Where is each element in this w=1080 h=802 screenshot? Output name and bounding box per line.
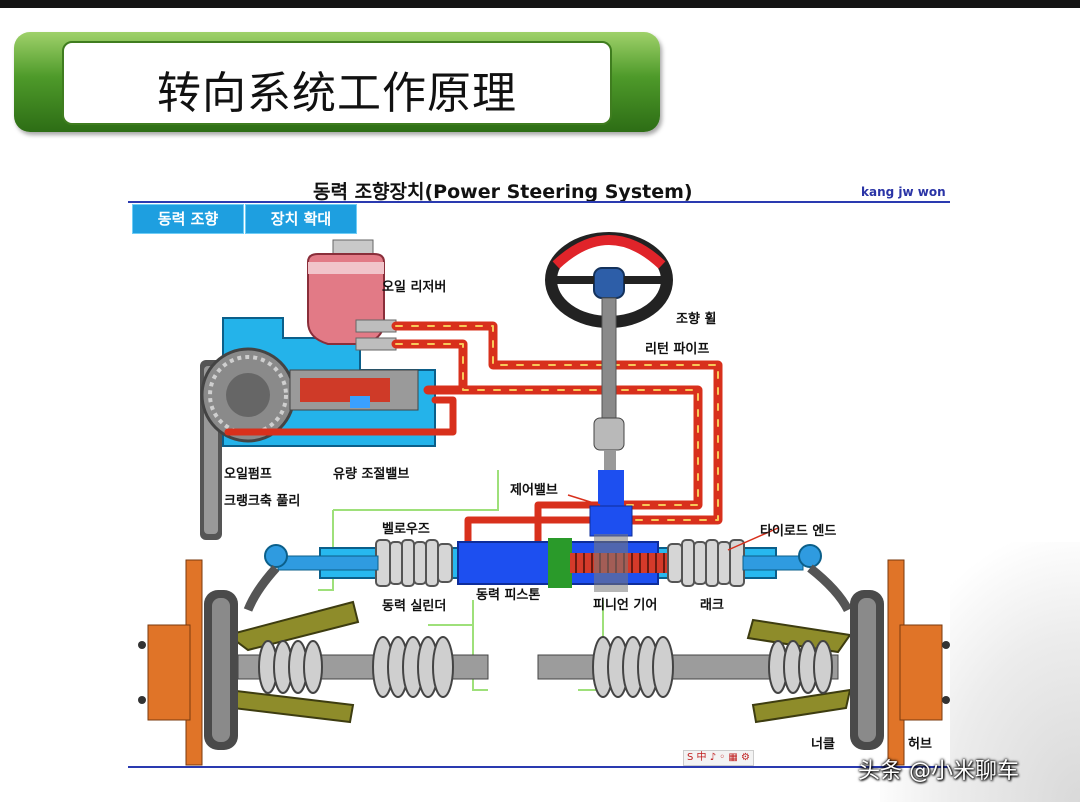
wheel-hub-left-icon bbox=[138, 559, 238, 766]
top-bar bbox=[0, 0, 1080, 8]
bellows-left-icon bbox=[375, 539, 453, 587]
author-credit: kang jw won bbox=[861, 185, 946, 199]
bottom-rule bbox=[128, 766, 950, 768]
title-banner: 转向系统工作原理 bbox=[14, 32, 660, 132]
label-power-cylinder: 동력 실린더 bbox=[382, 599, 447, 614]
drive-shaft-right-icon bbox=[537, 636, 839, 698]
label-return-pipe: 리턴 파이프 bbox=[645, 342, 710, 357]
label-rack: 래크 bbox=[700, 598, 724, 613]
label-tie-rod-end: 타이로드 엔드 bbox=[760, 524, 837, 539]
label-pointers bbox=[567, 494, 779, 551]
wheel-hub-right-icon bbox=[850, 559, 950, 766]
steering-wheel-icon bbox=[545, 232, 673, 470]
label-flow-control-valve: 유량 조절밸브 bbox=[333, 467, 410, 482]
drive-shaft-left-icon bbox=[237, 636, 489, 698]
label-oil-pump: 오일펌프 bbox=[224, 467, 272, 482]
diagram-frame: 동력 조향장치(Power Steering System) kang jw w… bbox=[128, 170, 950, 770]
title-banner-inner: 转向系统工作原理 bbox=[62, 41, 612, 125]
slide-title: 转向系统工作原理 bbox=[157, 68, 517, 119]
viewer-toolbar[interactable]: S 中 ♪ ◦ ▦ ⚙ bbox=[683, 750, 754, 766]
label-power-piston: 동력 피스톤 bbox=[476, 588, 541, 603]
tab-zoom-device[interactable]: 장치 확대 bbox=[245, 204, 357, 234]
label-crankshaft-pulley: 크랭크축 풀리 bbox=[224, 494, 301, 509]
bellows-right-icon bbox=[667, 539, 745, 587]
watermark: 头条 @小米聊车 bbox=[858, 759, 1019, 784]
oil-reservoir-icon bbox=[307, 239, 397, 351]
tie-rod-icon bbox=[243, 544, 853, 613]
tab-power-steering[interactable]: 동력 조향 bbox=[132, 204, 244, 234]
diagram-title: 동력 조향장치(Power Steering System) bbox=[313, 181, 693, 203]
label-steering-wheel: 조향 휠 bbox=[676, 312, 717, 327]
power-steering-illustration bbox=[138, 232, 950, 766]
control-valve-icon bbox=[589, 470, 633, 537]
label-bellows: 벨로우즈 bbox=[382, 522, 430, 537]
label-oil-reservoir: 오일 리저버 bbox=[382, 280, 447, 295]
label-knuckle: 너클 bbox=[811, 737, 835, 752]
label-control-valve: 제어밸브 bbox=[510, 483, 558, 498]
title-rule bbox=[128, 201, 950, 203]
label-hub: 허브 bbox=[908, 737, 932, 752]
oil-pump-icon bbox=[200, 317, 436, 447]
label-pinion-gear: 피니언 기어 bbox=[593, 598, 658, 613]
green-leader-lines bbox=[318, 470, 604, 691]
